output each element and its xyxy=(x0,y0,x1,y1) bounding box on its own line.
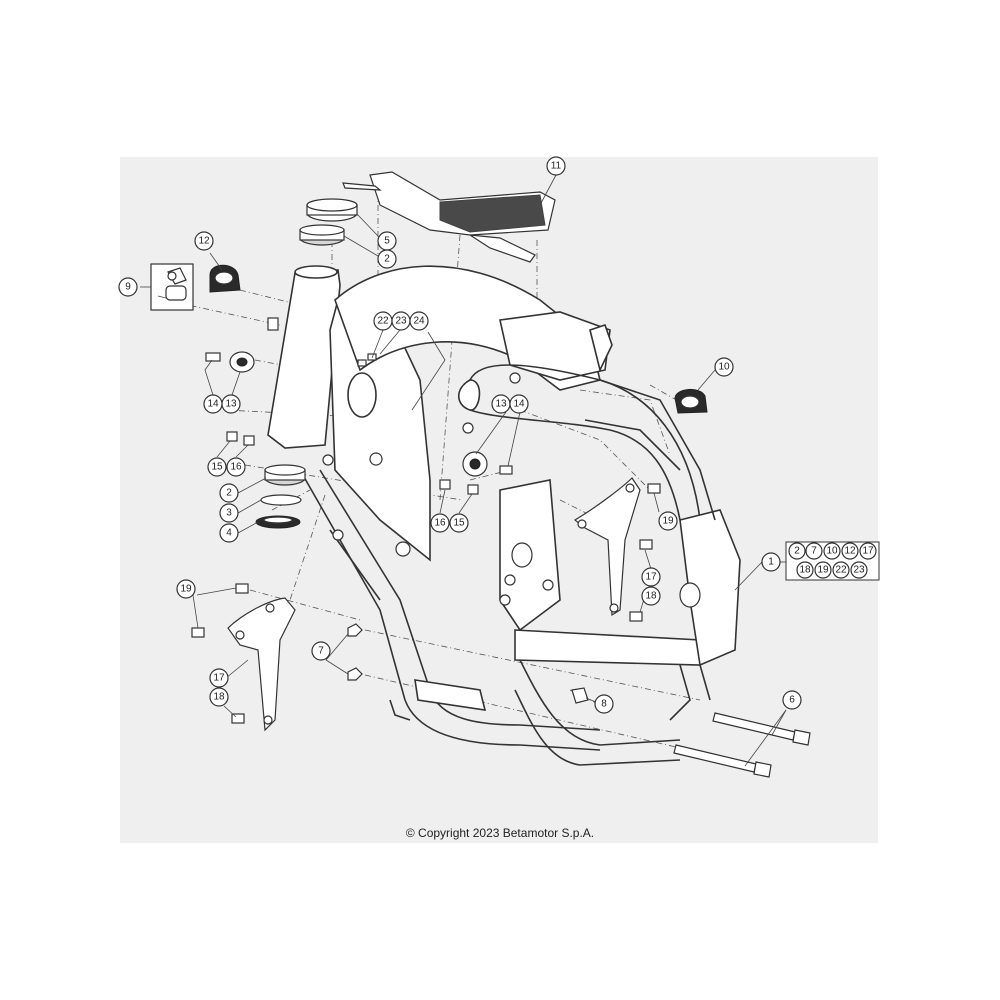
kit-item: 19 xyxy=(814,561,832,579)
callout-label: 2 xyxy=(226,488,232,499)
callout-17: 17 xyxy=(641,567,661,587)
callout-3: 3 xyxy=(219,503,239,523)
callout-label: 4 xyxy=(226,528,232,539)
kit-label: 2 xyxy=(794,546,800,557)
callout-label: 14 xyxy=(513,399,525,410)
callout-label: 16 xyxy=(230,462,242,473)
detached-parts xyxy=(150,171,811,778)
callout-label: 14 xyxy=(207,399,219,410)
callout-label: 6 xyxy=(789,695,795,706)
copyright-notice: © Copyright 2023 Betamotor S.p.A. xyxy=(405,826,595,840)
callout-label: 19 xyxy=(180,584,192,595)
callout-label: 17 xyxy=(213,673,225,684)
kit-label: 12 xyxy=(844,546,856,557)
kit-label: 23 xyxy=(853,565,865,576)
long-bolt-upper-part xyxy=(712,712,796,741)
callout-label: 5 xyxy=(384,236,390,247)
kit-item: 2 xyxy=(788,542,806,560)
callout-17: 17 xyxy=(209,668,229,688)
callout-label: 3 xyxy=(226,508,232,519)
kit-item: 22 xyxy=(832,561,850,579)
callout-label: 8 xyxy=(601,699,607,710)
callout-label: 11 xyxy=(551,161,562,172)
bracket-left-part xyxy=(227,597,296,732)
kit-item: 17 xyxy=(859,542,877,560)
kit-item: 18 xyxy=(796,561,814,579)
callout-10: 10 xyxy=(714,357,734,377)
callout-label: 24 xyxy=(413,316,425,327)
callout-15: 15 xyxy=(449,513,469,533)
callout-label: 15 xyxy=(453,518,465,529)
callout-7: 7 xyxy=(311,641,331,661)
callout-label: 2 xyxy=(384,254,390,265)
callout-label: 13 xyxy=(495,399,507,410)
callout-label: 18 xyxy=(213,692,225,703)
callout-label: 23 xyxy=(395,316,407,327)
callout-label: 13 xyxy=(225,399,237,410)
callout-2: 2 xyxy=(377,249,397,269)
callout-4: 4 xyxy=(219,523,239,543)
callout-label: 18 xyxy=(645,591,657,602)
callout-5: 5 xyxy=(377,231,397,251)
callout-8: 8 xyxy=(594,694,614,714)
callout-label: 19 xyxy=(662,516,674,527)
callout-label: 12 xyxy=(198,236,210,247)
kit-label: 17 xyxy=(862,546,874,557)
kit-label: 19 xyxy=(817,565,829,576)
callout-16: 16 xyxy=(430,513,450,533)
kit-item: 10 xyxy=(823,542,841,560)
callout-label: 16 xyxy=(434,518,446,529)
callout-12: 12 xyxy=(194,231,214,251)
callout-label: 17 xyxy=(645,572,657,583)
callout-16: 16 xyxy=(226,457,246,477)
callout-label: 9 xyxy=(125,282,131,293)
kit-item: 23 xyxy=(850,561,868,579)
callout-19: 19 xyxy=(658,511,678,531)
callout-23: 23 xyxy=(391,311,411,331)
callout-13: 13 xyxy=(221,394,241,414)
callout-18: 18 xyxy=(209,687,229,707)
callout-6: 6 xyxy=(782,690,802,710)
callout-label: 22 xyxy=(377,316,389,327)
long-bolt-lower-part xyxy=(673,744,757,773)
callout-label: 7 xyxy=(318,646,324,657)
kit-label: 22 xyxy=(835,565,847,576)
kit-item: 7 xyxy=(805,542,823,560)
callout-9: 9 xyxy=(118,277,138,297)
callout-label: 1 xyxy=(768,557,774,568)
motorcycle-frame xyxy=(267,265,741,766)
callout-11: 11 xyxy=(546,156,566,176)
bracket-right-part xyxy=(573,477,641,617)
callout-19: 19 xyxy=(176,579,196,599)
callout-label: 15 xyxy=(211,462,223,473)
callout-15: 15 xyxy=(207,457,227,477)
kit-label: 18 xyxy=(799,565,811,576)
callout-14: 14 xyxy=(509,394,529,414)
callout-18: 18 xyxy=(641,586,661,606)
callout-22: 22 xyxy=(373,311,393,331)
kit-item: 12 xyxy=(841,542,859,560)
callout-14: 14 xyxy=(203,394,223,414)
kit-contents-box: 2 7 10 12 17 18 19 22 23 xyxy=(785,541,880,581)
kit-label: 7 xyxy=(811,546,817,557)
callout-2: 2 xyxy=(219,483,239,503)
callout-1: 1 xyxy=(761,552,781,572)
callout-label: 10 xyxy=(718,362,730,373)
callout-24: 24 xyxy=(409,311,429,331)
kit-label: 10 xyxy=(826,546,838,557)
callout-13: 13 xyxy=(491,394,511,414)
leader-lines xyxy=(140,174,790,767)
